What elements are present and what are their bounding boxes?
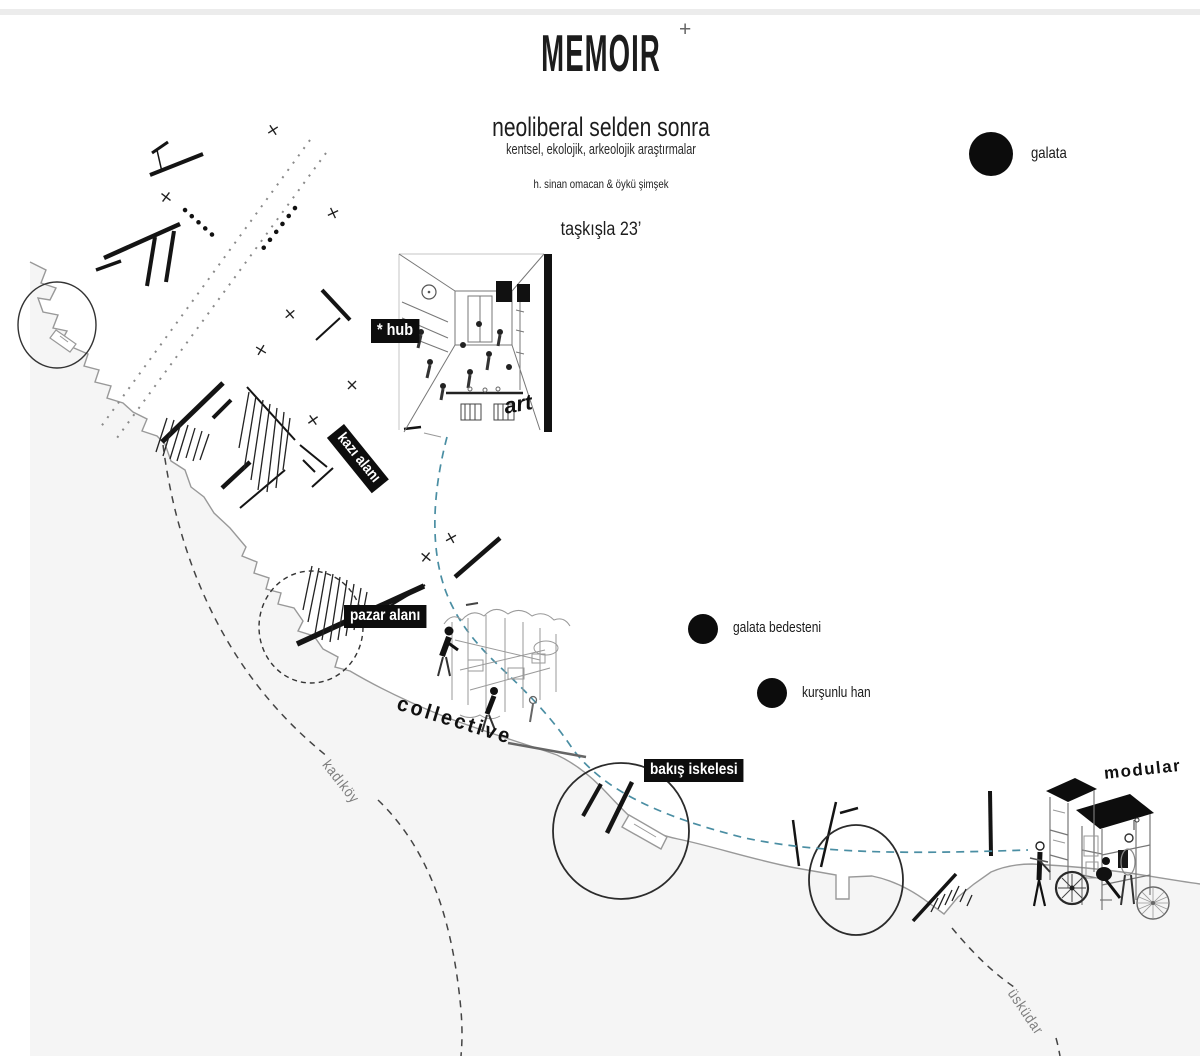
site-label-pazar-alani: pazar alanı (344, 605, 427, 628)
dot-rows (182, 205, 298, 258)
registration-plus-mark: + (679, 18, 692, 41)
focus-circle-cove (17, 281, 97, 369)
route-line (434, 436, 1029, 854)
legend-dot-galata-bedesteni (688, 614, 718, 644)
pier-shape (621, 814, 668, 850)
modular-illustration (1029, 778, 1170, 920)
sea-fill (30, 262, 1200, 1056)
legend-label-galata-bedesteni: galata bedesteni (733, 619, 822, 636)
collective-illustration (437, 602, 587, 759)
authors: h. sinan omacan & öykü şimşek (533, 177, 669, 191)
top-strip (0, 9, 1200, 15)
dotted-road (99, 139, 327, 443)
hub-illustration (398, 253, 552, 438)
legend-dot-kursunlu-han (757, 678, 787, 708)
subtitle: neoliberal selden sonra (492, 112, 710, 142)
legend-label-galata: galata (1031, 145, 1067, 162)
legend-dot-galata (969, 132, 1013, 176)
site-label-hub: * hub (371, 319, 420, 343)
cove-detail (49, 329, 77, 353)
poster-title: MEMOIR (541, 25, 661, 83)
hatch-marks (155, 391, 973, 913)
focus-circle-bakis (552, 762, 690, 900)
note-art: art (502, 389, 535, 419)
survey-x-marks (161, 124, 457, 562)
site-label-bakis-iskelesi: bakış iskelesi (644, 759, 744, 782)
event-name: taşkışla 23’ (560, 219, 642, 240)
district-boundaries (162, 444, 1061, 1056)
legend-label-kursunlu-han: kurşunlu han (802, 684, 871, 701)
coastline (29, 261, 1200, 915)
focus-circle-inlet (808, 824, 904, 936)
tagline: kentsel, ekolojik, arkeolojik araştırmal… (506, 142, 696, 158)
